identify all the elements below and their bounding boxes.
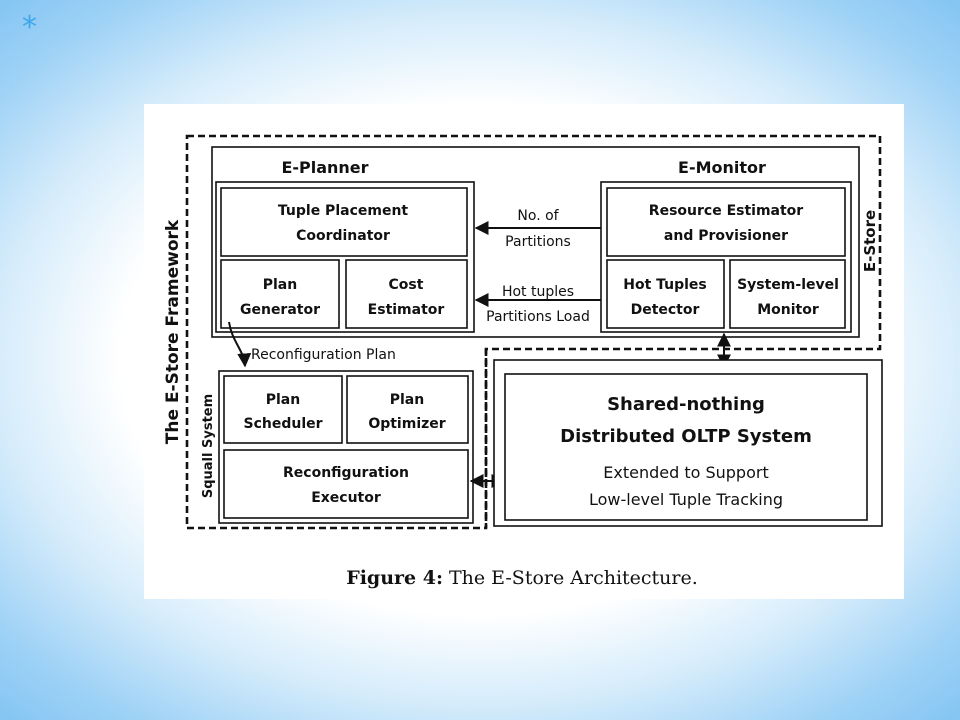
reconfiguration-executor-line1: Reconfiguration: [283, 465, 409, 481]
tuple-placement-box: [220, 187, 468, 257]
oltp-title-line2: Distributed OLTP System: [560, 426, 812, 447]
cost-estimator-line1: Cost: [389, 277, 424, 293]
hot-tuples-arrow-label-line2: Partitions Load: [486, 309, 590, 325]
plan-generator-line2: Generator: [240, 302, 320, 318]
plan-optimizer-box: [346, 375, 469, 444]
plan-scheduler-line1: Plan: [266, 392, 300, 408]
asterisk-icon: *: [22, 10, 37, 45]
figure-caption: Figure 4: The E-Store Architecture.: [346, 567, 698, 589]
oltp-title-line1: Shared-nothing: [607, 394, 765, 415]
system-level-monitor-line2: Monitor: [757, 302, 819, 318]
figure-caption-text: The E-Store Architecture.: [449, 567, 698, 589]
tuple-placement-line2: Coordinator: [296, 228, 390, 244]
plan-scheduler-box: [223, 375, 343, 444]
oltp-subtitle-line2: Low-level Tuple Tracking: [589, 490, 783, 509]
figure-caption-label: Figure 4:: [346, 567, 443, 589]
estore-label: E-Store: [861, 210, 879, 272]
squall-label: Squall System: [201, 394, 216, 498]
reconfiguration-executor-line2: Executor: [311, 490, 381, 506]
plan-optimizer-line2: Optimizer: [368, 416, 445, 432]
oltp-subtitle-line1: Extended to Support: [603, 463, 768, 482]
reconfiguration-plan-label: Reconfiguration Plan: [251, 347, 396, 363]
hot-tuples-detector-line2: Detector: [631, 302, 700, 318]
framework-label: The E-Store Framework: [163, 219, 183, 444]
reconfiguration-executor-box: [223, 449, 469, 519]
emonitor-title: E-Monitor: [678, 158, 766, 177]
plan-optimizer-line1: Plan: [390, 392, 424, 408]
hot-tuples-arrow-label-line1: Hot tuples: [502, 284, 574, 300]
plan-generator-line1: Plan: [263, 277, 297, 293]
cost-estimator-line2: Estimator: [368, 302, 445, 318]
resource-estimator-line1: Resource Estimator: [649, 203, 803, 219]
eplanner-title: E-Planner: [281, 158, 368, 177]
oltp-inner-box: [504, 373, 868, 521]
cost-estimator-box: [345, 259, 468, 329]
hot-tuples-detector-line1: Hot Tuples: [623, 277, 707, 293]
resource-estimator-box: [606, 187, 846, 257]
reconfiguration-plan-arrow: [228, 321, 252, 368]
plan-scheduler-line2: Scheduler: [243, 416, 322, 432]
hot-tuples-detector-box: [606, 259, 725, 329]
system-level-monitor-box: [729, 259, 846, 329]
plan-generator-box: [220, 259, 340, 329]
partitions-arrow-label-line2: Partitions: [505, 234, 571, 250]
system-level-monitor-line1: System-level: [737, 277, 839, 293]
tuple-placement-line1: Tuple Placement: [278, 203, 409, 219]
resource-estimator-line2: and Provisioner: [664, 228, 788, 244]
partitions-arrow-label-line1: No. of: [517, 208, 559, 224]
